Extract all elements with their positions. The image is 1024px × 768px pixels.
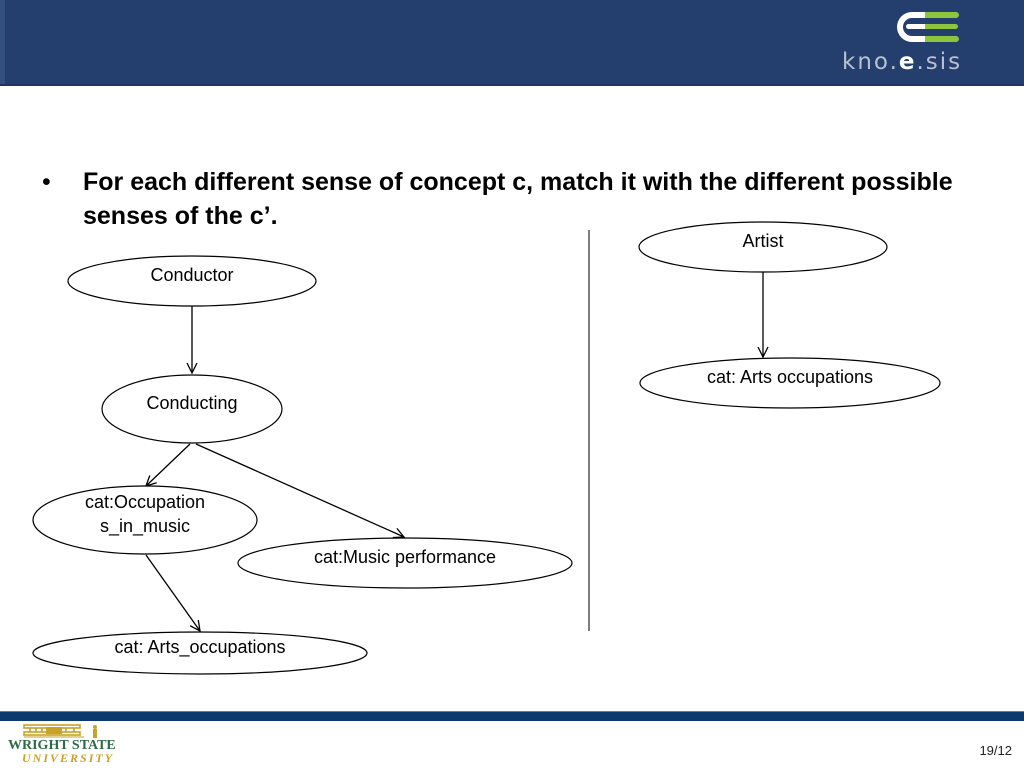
wordmark-part-1: kno. xyxy=(842,49,899,75)
node-arts-occupations: cat: Arts occupations xyxy=(639,357,941,409)
header-edge-strip xyxy=(0,0,5,84)
node-label: s_in_music xyxy=(100,516,190,537)
node-arts-occupations-underscore: cat: Arts_occupations xyxy=(32,631,368,675)
bullet-marker: • xyxy=(42,168,51,196)
node-label: cat:Music performance xyxy=(314,547,496,567)
edge-arrow-occupations-in-music-to-arts-occupations-underscore xyxy=(145,554,200,631)
node-label: cat: Arts occupations xyxy=(707,367,873,387)
node-label: Conductor xyxy=(150,265,233,285)
header-band: kno.e.sis xyxy=(0,0,1024,86)
wordmark-highlight: e xyxy=(898,49,917,75)
wright-state-logo: WRIGHT STATE UNIVERSITY xyxy=(4,721,116,767)
node-ellipse xyxy=(67,255,317,307)
node-ellipse xyxy=(101,374,283,444)
wsu-name-line1: WRIGHT STATE xyxy=(8,738,116,753)
bullet-item: • For each different sense of concept c,… xyxy=(40,165,980,233)
edge-arrow-conducting-to-occupations-in-music xyxy=(146,443,191,486)
node-label: cat: Arts_occupations xyxy=(114,637,285,658)
node-ellipse xyxy=(32,631,368,675)
node-occupations-in-music: cat:Occupation s_in_music xyxy=(32,485,258,555)
biplane-icon xyxy=(23,724,97,738)
node-ellipse xyxy=(639,357,941,409)
node-music-performance: cat:Music performance xyxy=(237,537,573,589)
node-ellipse xyxy=(32,485,258,555)
page-number: 19/12 xyxy=(979,743,1012,758)
wsu-name-line2: UNIVERSITY xyxy=(22,751,115,765)
wordmark-part-2: .sis xyxy=(916,49,963,75)
bullet-text: For each different sense of concept c, m… xyxy=(83,168,953,230)
node-ellipse xyxy=(237,537,573,589)
bullet-list: • For each different sense of concept c,… xyxy=(40,165,980,233)
knoesis-e-icon xyxy=(897,12,959,42)
edges-layer xyxy=(146,272,763,631)
node-label: Artist xyxy=(742,231,783,251)
node-label: cat:Occupation xyxy=(85,492,205,512)
knoesis-wordmark: kno.e.sis xyxy=(842,48,1006,76)
edge-arrow-conducting-to-music-performance xyxy=(195,443,404,537)
node-label: Conducting xyxy=(146,393,237,413)
footer-band xyxy=(0,711,1024,721)
knoesis-logo: kno.e.sis xyxy=(838,8,1008,76)
node-conductor: Conductor xyxy=(67,255,317,307)
node-conducting: Conducting xyxy=(101,374,283,444)
